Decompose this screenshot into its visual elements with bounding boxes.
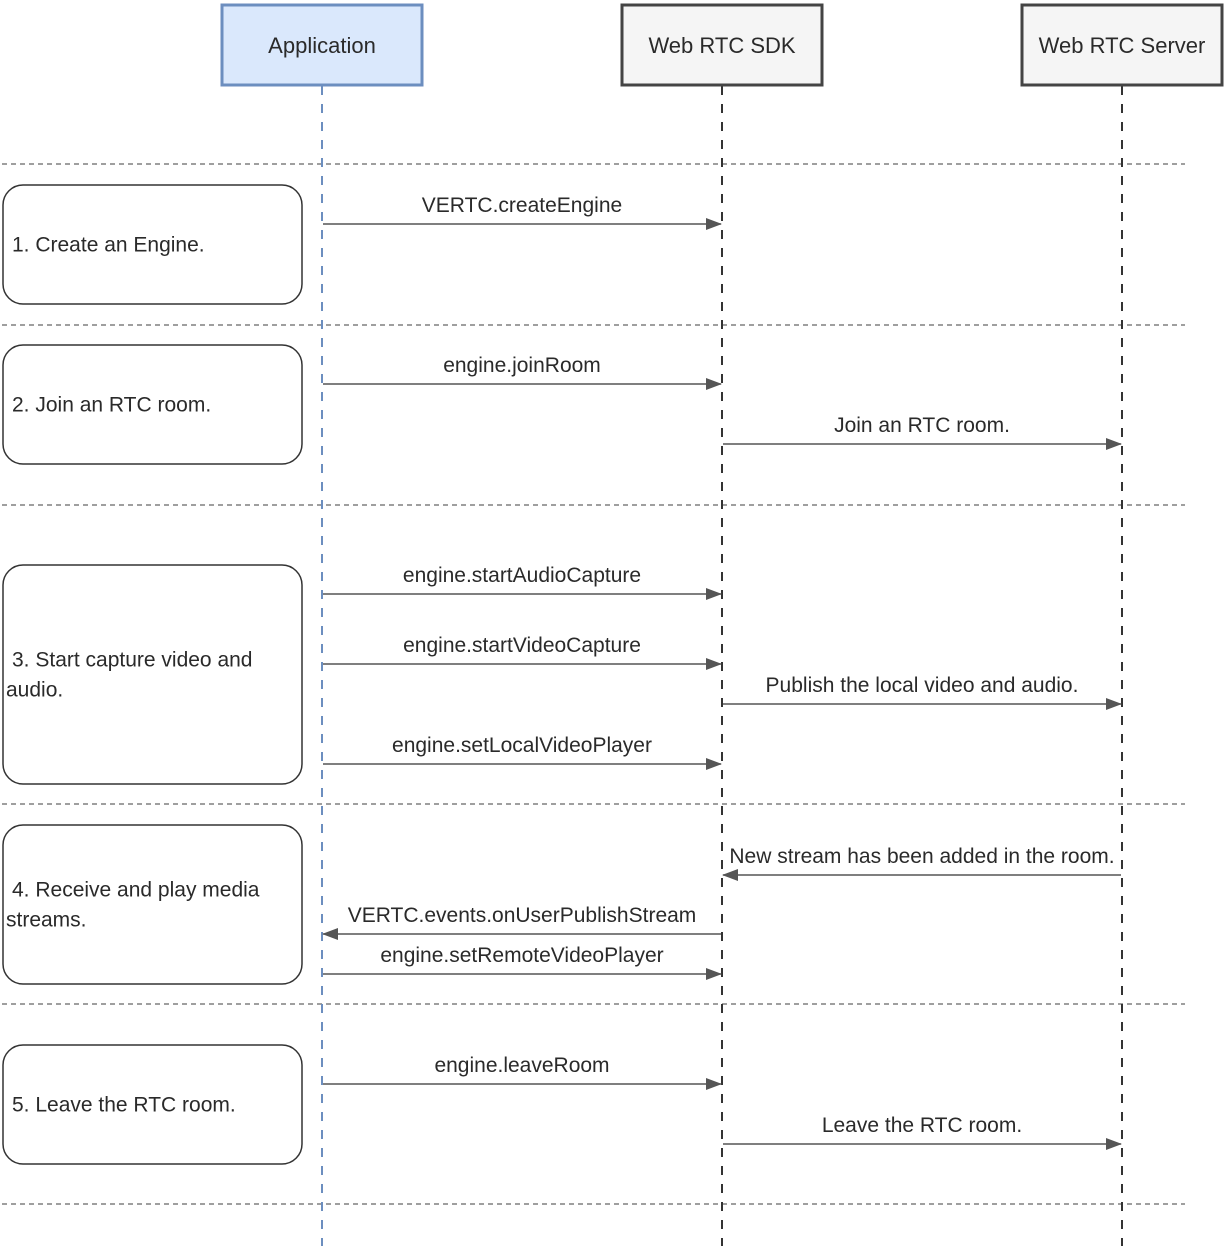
step-box (2, 344, 303, 465)
step-box (2, 564, 303, 785)
step-box (2, 824, 303, 985)
actor-label-server: Web RTC Server (1039, 33, 1206, 58)
message-label: New stream has been added in the room. (729, 845, 1114, 868)
step-label: 4. Receive and play media (12, 879, 260, 902)
message-label: engine.joinRoom (443, 354, 601, 377)
message-label: engine.leaveRoom (434, 1054, 609, 1077)
message-label: Leave the RTC room. (822, 1114, 1022, 1137)
actor-box-app (220, 3, 424, 87)
step-label: 1. Create an Engine. (12, 234, 205, 257)
message-label: engine.setLocalVideoPlayer (392, 734, 652, 757)
step-box (2, 1044, 303, 1165)
message-label: VERTC.createEngine (422, 194, 622, 217)
step-label: 5. Leave the RTC room. (12, 1094, 236, 1117)
step-label: 2. Join an RTC room. (12, 394, 211, 417)
step-label: audio. (6, 679, 63, 702)
message-label: engine.startAudioCapture (403, 564, 641, 587)
step-label: streams. (6, 909, 87, 932)
step-label: 3. Start capture video and (12, 649, 253, 672)
message-label: Publish the local video and audio. (766, 674, 1079, 697)
message-label: engine.startVideoCapture (403, 634, 641, 657)
step-box (2, 184, 303, 305)
message-label: VERTC.events.onUserPublishStream (348, 904, 697, 927)
actor-label-app: Application (268, 33, 376, 58)
message-label: engine.setRemoteVideoPlayer (380, 944, 663, 967)
actor-box-server (1020, 3, 1224, 87)
actor-label-sdk: Web RTC SDK (648, 33, 795, 58)
message-label: Join an RTC room. (834, 414, 1010, 437)
actor-box-sdk (620, 3, 824, 87)
